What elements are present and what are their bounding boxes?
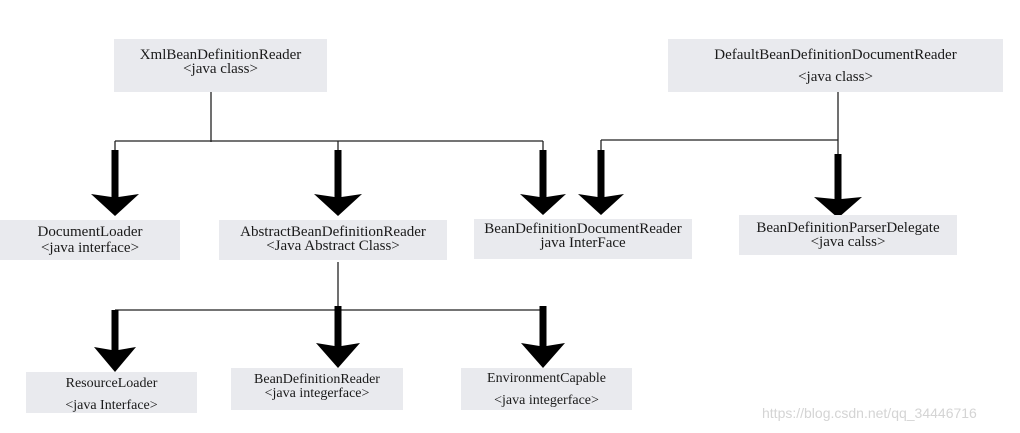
node-name: XmlBeanDefinitionReader	[139, 47, 302, 63]
node-name: DocumentLoader	[37, 224, 143, 240]
arrow-icon	[520, 150, 566, 215]
node-bean-definition-reader: BeanDefinitionReader <java integerface>	[231, 368, 403, 410]
arrow-icon	[316, 306, 360, 368]
node-type: <Java Abstract Class>	[266, 238, 400, 254]
arrow-icon	[314, 150, 362, 216]
node-environment-capable: EnvironmentCapable <java integerface>	[461, 368, 632, 410]
node-default-bean-definition-document-reader: DefaultBeanDefinitionDocumentReader <jav…	[668, 39, 1003, 92]
node-type: <java calss>	[810, 234, 886, 250]
node-document-loader: DocumentLoader <java interface>	[0, 220, 180, 260]
watermark: https://blog.csdn.net/qq_34446716	[762, 405, 977, 421]
arrow-icon	[94, 310, 136, 372]
node-name: BeanDefinitionReader	[254, 372, 380, 387]
node-xml-bean-definition-reader: XmlBeanDefinitionReader <java class>	[114, 39, 327, 92]
arrow-icon	[521, 306, 565, 368]
node-type: <java class>	[798, 69, 873, 85]
node-name: BeanDefinitionParserDelegate	[756, 220, 940, 236]
node-type: <java integerface>	[264, 386, 370, 401]
node-resource-loader: ResourceLoader <java Interface>	[26, 372, 197, 413]
arrow-icon	[91, 150, 139, 216]
node-bean-definition-parser-delegate: BeanDefinitionParserDelegate <java calss…	[739, 215, 957, 255]
arrow-icon	[814, 154, 862, 218]
node-name: DefaultBeanDefinitionDocumentReader	[714, 47, 957, 63]
node-name: AbstractBeanDefinitionReader	[240, 224, 426, 240]
node-bean-definition-document-reader: BeanDefinitionDocumentReader java InterF…	[474, 219, 692, 259]
node-type: <java interface>	[40, 240, 140, 256]
node-type: <java Interface>	[65, 398, 158, 413]
node-name: EnvironmentCapable	[487, 371, 606, 386]
node-type: <java integerface>	[494, 393, 599, 408]
node-name: ResourceLoader	[65, 376, 158, 391]
node-name: BeanDefinitionDocumentReader	[484, 221, 682, 237]
node-abstract-bean-definition-reader: AbstractBeanDefinitionReader <Java Abstr…	[219, 220, 447, 260]
arrow-icon	[578, 150, 624, 215]
node-type: <java class>	[183, 61, 258, 77]
node-type: java InterFace	[540, 235, 626, 251]
